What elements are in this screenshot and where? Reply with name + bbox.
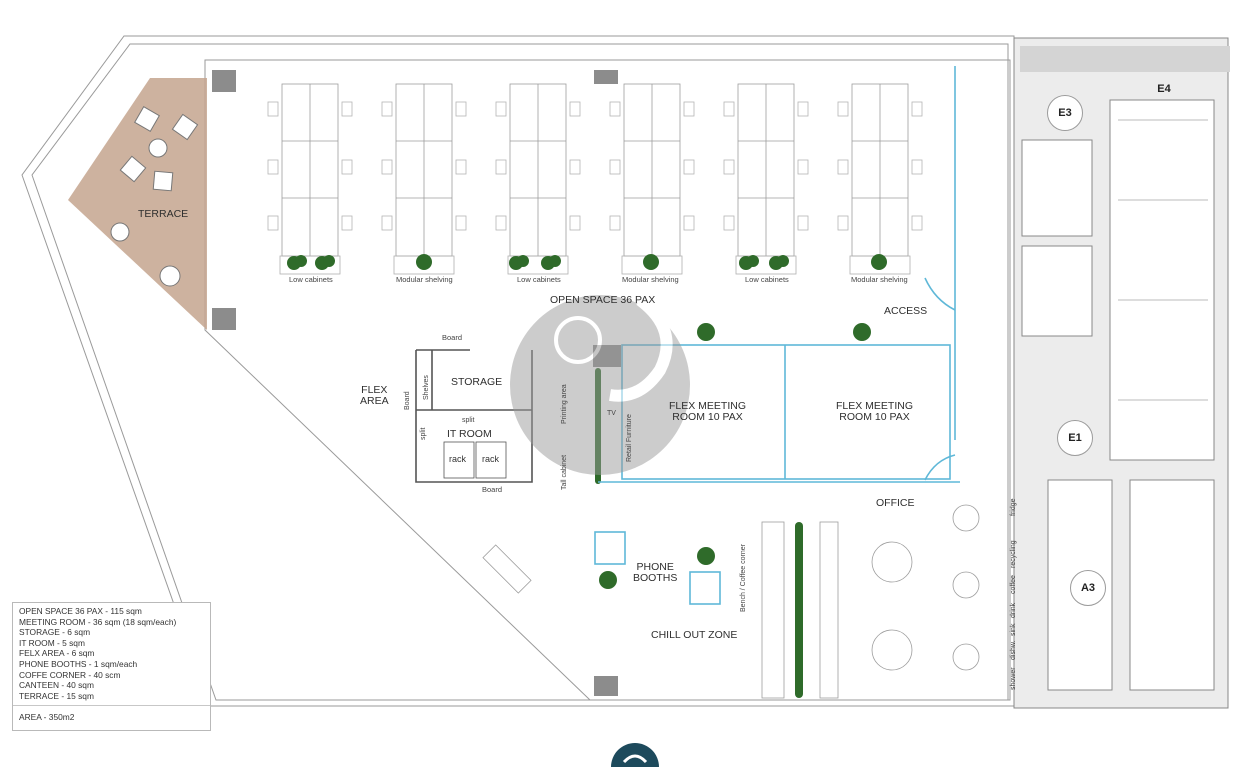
core-e4-label: E4: [1157, 83, 1171, 95]
shower-label: shower: [1010, 667, 1017, 690]
phone-booths-label: PHONE BOOTHS: [633, 561, 678, 584]
core-e1-label: E1: [1068, 432, 1082, 444]
coffee-label: coffee: [1010, 575, 1017, 594]
core: [1013, 37, 1230, 709]
board-label-2: Board: [482, 485, 503, 494]
tv-label: TV: [607, 410, 616, 417]
terrace-label: TERRACE: [138, 208, 189, 220]
modular-shelving-label-3: Modular shelving: [851, 275, 908, 284]
legend-item: MEETING ROOM - 36 sqm (18 sqm/each): [19, 616, 177, 627]
split-label-2: split: [420, 427, 427, 440]
legend-item: FELX AREA - 6 sqm: [19, 648, 95, 659]
shelves-label: Shelves: [423, 375, 430, 400]
legend-list: OPEN SPACE 36 PAX - 115 sqm MEETING ROOM…: [13, 603, 210, 701]
legend-divider: [13, 705, 210, 707]
low-cabinets-label-2: Low cabinets: [517, 275, 561, 284]
flex-area-label: FLEX AREA: [360, 384, 389, 407]
flex-meeting-room-2-label: FLEX MEETING ROOM 10 PAX: [836, 400, 914, 423]
recycling-label: recycling: [1010, 540, 1017, 568]
footer-logo: [611, 743, 659, 767]
low-cabinets-label-1: Low cabinets: [289, 275, 333, 284]
fridge-label: fridge: [1010, 498, 1017, 516]
printing-area-label: Printing area: [561, 384, 568, 424]
legend-total-area: AREA - 350m2: [19, 712, 75, 723]
area-legend: OPEN SPACE 36 PAX - 115 sqm MEETING ROOM…: [12, 602, 211, 731]
dishwasher-label: dishw.: [1010, 640, 1017, 660]
access-label: ACCESS: [884, 305, 928, 317]
desk-clusters: [267, 83, 923, 275]
sink-label: sink: [1010, 623, 1017, 636]
it-room-label: IT ROOM: [447, 428, 492, 440]
drink-label: drink: [1010, 602, 1017, 618]
flex-meeting-room-1-label: FLEX MEETING ROOM 10 PAX: [669, 400, 747, 423]
terrace: [68, 78, 207, 330]
canteen-furniture: [482, 504, 980, 699]
legend-item: CANTEEN - 40 sqm: [19, 680, 94, 691]
legend-item: PHONE BOOTHS - 1 sqm/each: [19, 658, 138, 669]
core-a3-label: A3: [1080, 582, 1096, 594]
storage-label: STORAGE: [451, 376, 503, 388]
watermark-logo: [510, 295, 690, 475]
modular-shelving-label-2: Modular shelving: [622, 275, 679, 284]
legend-item: STORAGE - 6 sqm: [19, 627, 91, 638]
bench-coffee-corner-label: Bench / Coffee corner: [740, 544, 747, 612]
split-label-1: split: [462, 417, 475, 424]
modular-shelving-label-1: Modular shelving: [396, 275, 453, 284]
low-cabinets-label-3: Low cabinets: [745, 275, 789, 284]
rack-label-1: rack: [449, 454, 467, 464]
core-e4-marker: E4: [1147, 72, 1181, 106]
chill-out-label: CHILL OUT ZONE: [651, 629, 738, 641]
office-label: OFFICE: [876, 497, 915, 509]
legend-item: COFFE CORNER - 40 scm: [19, 669, 121, 680]
tall-cabinet-label: Tall cabinet: [561, 454, 568, 490]
legend-item: IT ROOM - 5 sqm: [19, 637, 85, 648]
core-a3-marker: A3: [1070, 570, 1106, 606]
retail-furniture-label: Retail Furniture: [626, 414, 633, 462]
core-e3-label: E3: [1058, 107, 1072, 119]
core-e3-marker: E3: [1047, 95, 1083, 131]
legend-item: OPEN SPACE 36 PAX - 115 sqm: [19, 606, 142, 616]
open-space-label: OPEN SPACE 36 PAX: [550, 294, 656, 306]
rack-label-2: rack: [482, 454, 500, 464]
board-label-1: Board: [442, 333, 463, 342]
board-label-3: Board: [404, 391, 411, 410]
legend-item: TERRACE - 15 sqm: [19, 690, 94, 701]
core-e1-marker: E1: [1057, 420, 1093, 456]
